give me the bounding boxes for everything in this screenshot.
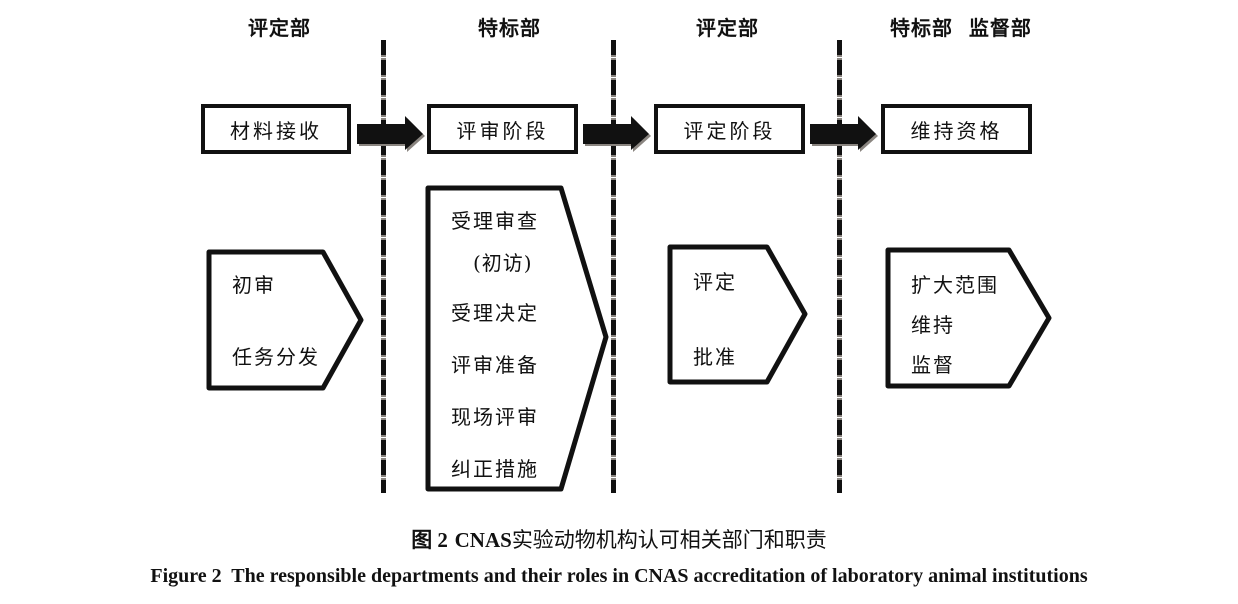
department-header-2: 特标部 xyxy=(478,16,541,40)
right-arrow-icon xyxy=(583,116,651,152)
dashed-divider-1 xyxy=(381,40,386,493)
department-header-4: 特标部 监督部 xyxy=(890,16,1032,40)
task-item: 现场评审 xyxy=(451,405,539,429)
task-block-3: 评定 批准 xyxy=(667,244,809,386)
task-item: (初访) xyxy=(473,251,533,275)
task-item: 初审 xyxy=(232,273,276,297)
pentagon-shape xyxy=(206,249,364,391)
task-item: 受理决定 xyxy=(451,301,539,325)
stage-label: 评审阶段 xyxy=(456,118,549,143)
task-item: 受理审查 xyxy=(451,209,539,233)
task-block-2: 受理审查 (初访) 受理决定 评审准备 现场评审 纠正措施 xyxy=(425,185,611,493)
task-item: 维持 xyxy=(911,313,955,337)
task-item: 评审准备 xyxy=(451,353,539,377)
task-item: 评定 xyxy=(693,270,737,294)
figure-caption-chinese: 图 2 CNAS实验动物机构认可相关部门和职责 xyxy=(0,524,1238,554)
dashed-divider-2 xyxy=(611,40,616,493)
stage-label: 材料接收 xyxy=(230,118,322,143)
caption-acronym: CNAS xyxy=(454,528,512,552)
pentagon-shape xyxy=(667,244,808,385)
stage-box-review: 评审阶段 xyxy=(427,104,578,154)
pentagon-shape xyxy=(425,185,609,492)
dashed-divider-3 xyxy=(837,40,842,493)
stage-label: 维持资格 xyxy=(910,118,1003,143)
task-block-4: 扩大范围 维持 监督 xyxy=(885,247,1055,389)
stage-box-material-receipt: 材料接收 xyxy=(201,104,351,154)
task-item: 监督 xyxy=(911,353,955,377)
right-arrow-icon xyxy=(357,116,425,152)
stage-box-maintain-qualification: 维持资格 xyxy=(881,104,1032,154)
task-item: 扩大范围 xyxy=(911,273,999,297)
department-header-3: 评定部 xyxy=(696,16,759,40)
task-item: 纠正措施 xyxy=(451,457,539,481)
figure-caption-english: Figure 2 The responsible departments and… xyxy=(150,565,1088,587)
caption-text: 实验动物机构认可相关部门和职责 xyxy=(511,528,827,552)
pentagon-shape xyxy=(885,247,1052,389)
task-item: 批准 xyxy=(693,345,737,369)
right-arrow-icon xyxy=(810,116,878,152)
stage-label: 评定阶段 xyxy=(683,118,776,143)
department-header-1: 评定部 xyxy=(248,16,311,40)
task-item: 任务分发 xyxy=(232,345,320,369)
stage-box-evaluation: 评定阶段 xyxy=(654,104,805,154)
figure-number: 图 2 xyxy=(411,528,448,552)
task-block-1: 初审 任务分发 xyxy=(206,249,366,391)
